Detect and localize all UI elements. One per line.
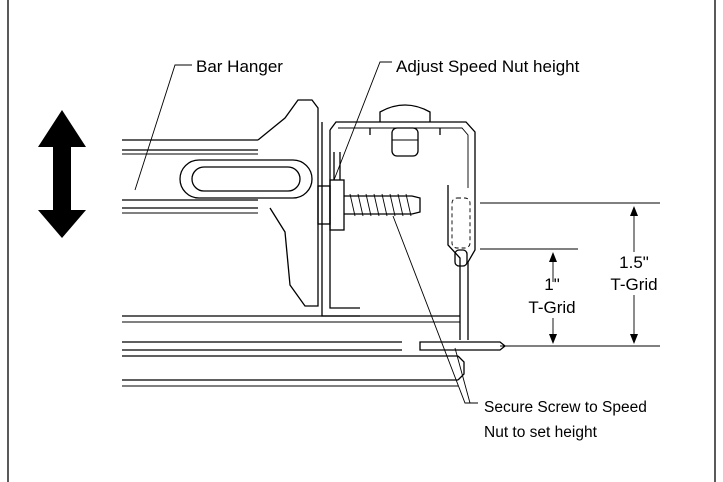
threaded-screw xyxy=(344,193,421,217)
secure-screw-label-line2: Nut to set height xyxy=(484,424,598,441)
frame-border xyxy=(7,0,716,482)
bar-hanger-label: Bar Hanger xyxy=(196,57,283,76)
speed-nut xyxy=(317,152,345,231)
t-grid-clip xyxy=(419,185,507,351)
one-half-inch-label: 1.5" xyxy=(619,253,649,272)
leader-lines xyxy=(134,61,478,404)
ceiling-grid xyxy=(122,315,465,387)
one-inch-label: 1" xyxy=(544,275,560,294)
adjust-speed-nut-label: Adjust Speed Nut height xyxy=(396,57,580,76)
secure-screw-label-line1: Secure Screw to Speed xyxy=(484,399,647,416)
top-screw xyxy=(379,104,431,157)
one-inch-t-grid-label: T-Grid xyxy=(528,298,575,317)
one-half-inch-t-grid-label: T-Grid xyxy=(610,275,657,294)
double-arrow-icon xyxy=(38,110,86,238)
bar-hanger xyxy=(122,99,319,307)
dimension-lines xyxy=(480,202,660,347)
